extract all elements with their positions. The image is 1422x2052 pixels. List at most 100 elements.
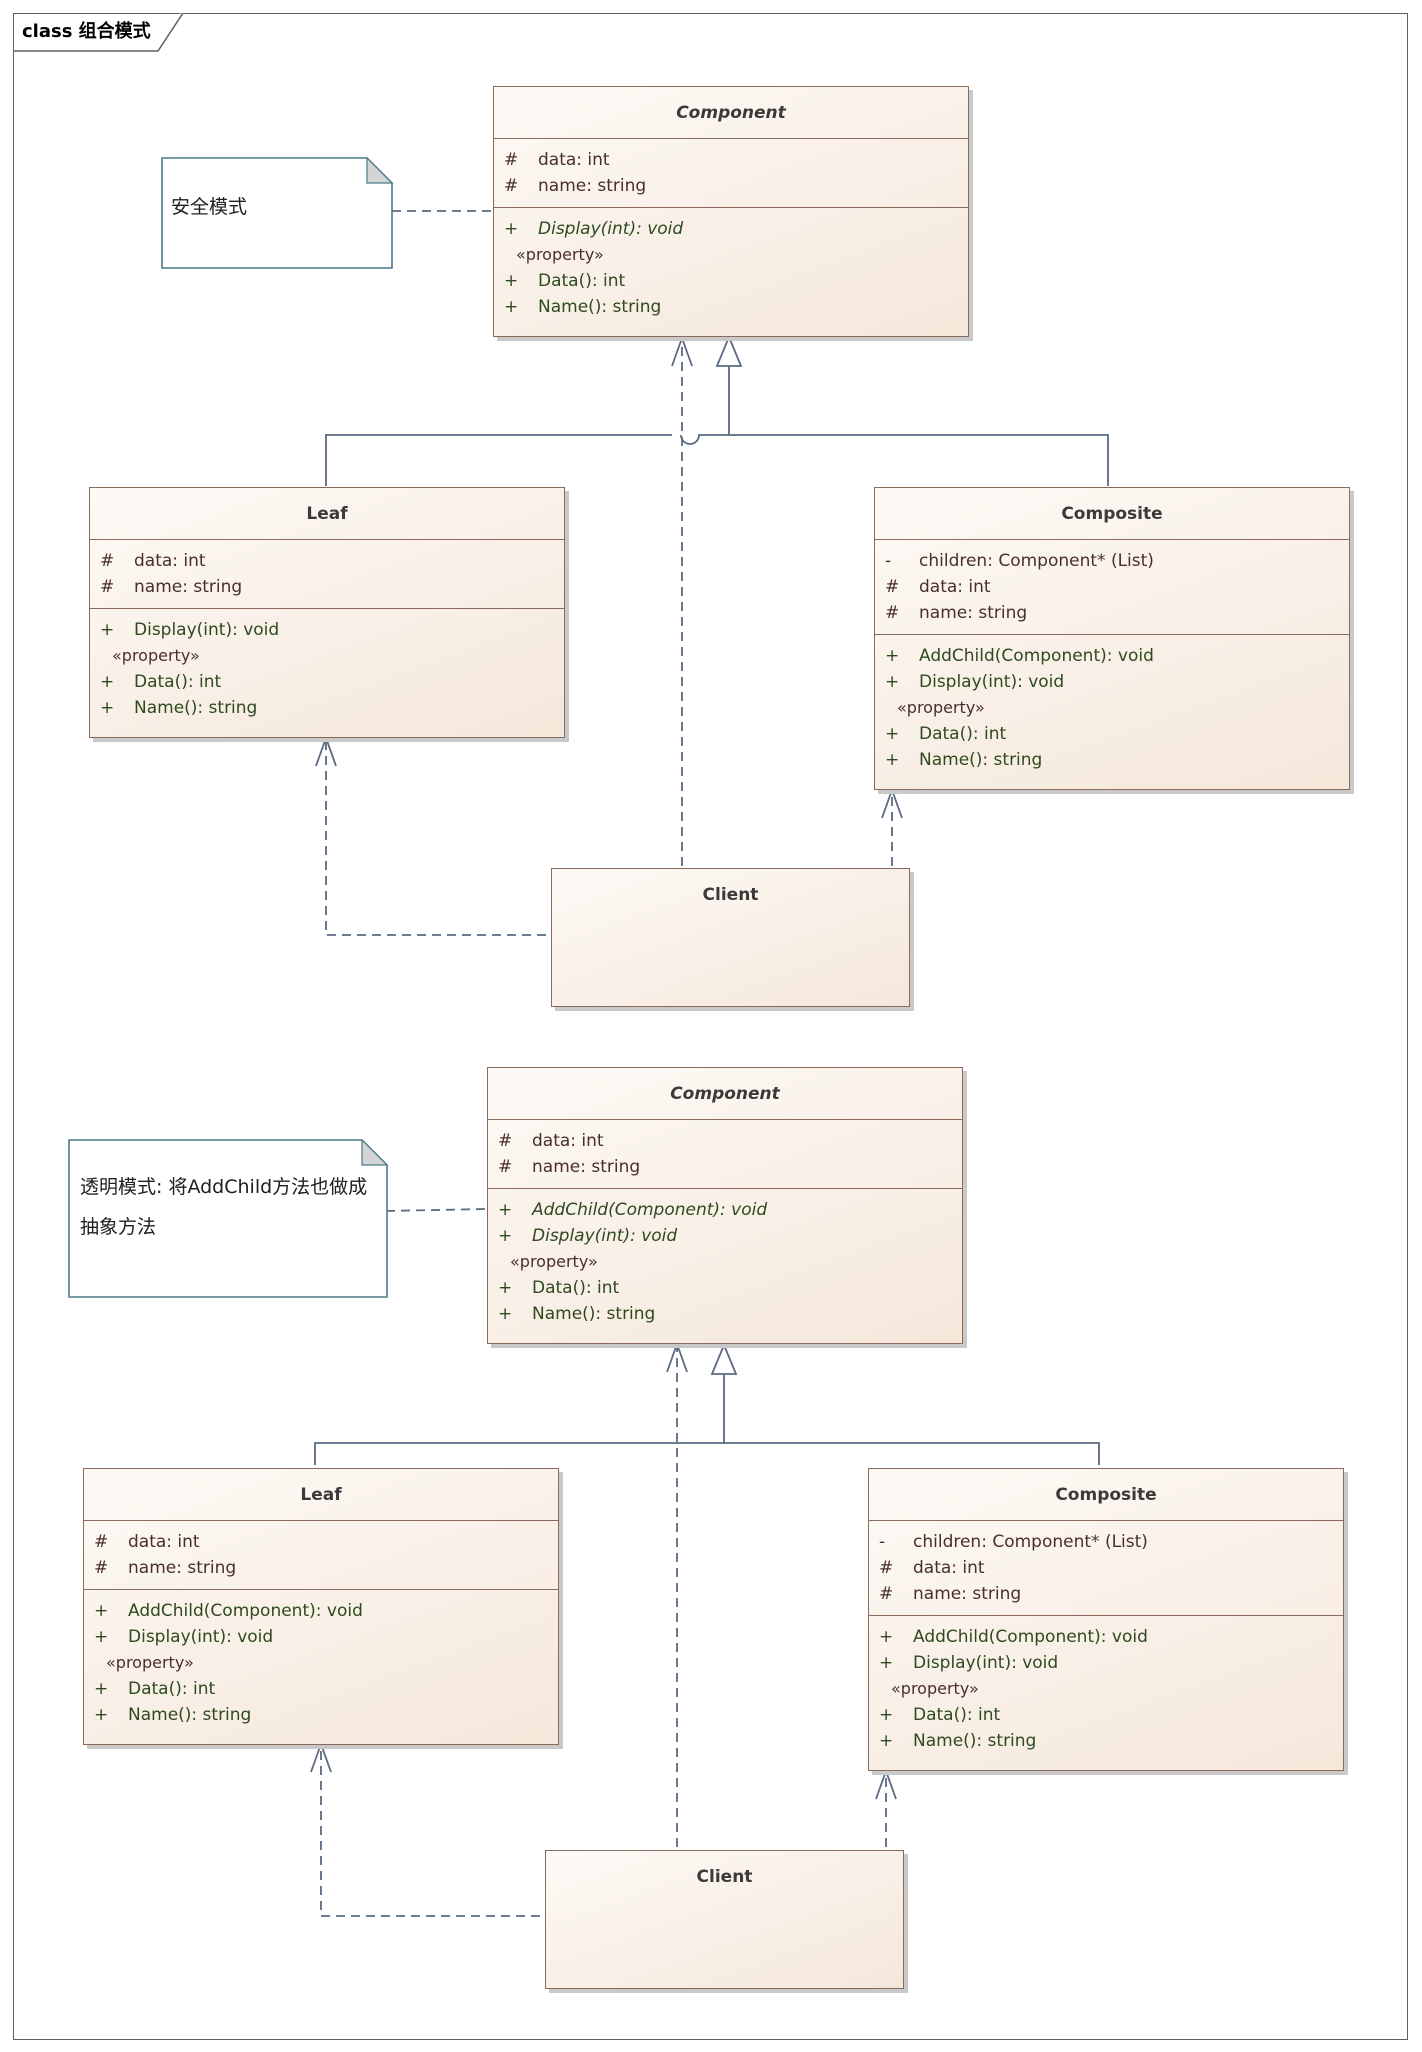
stereotype-label: «property»: [112, 646, 200, 665]
operation[interactable]: + Data(): int: [84, 1676, 558, 1702]
attributes-compartment: - children: Component* (List) #data: int#n…: [875, 540, 1349, 635]
visibility-marker: +: [100, 698, 115, 718]
attribute[interactable]: #name: string: [488, 1154, 962, 1180]
operations-compartment: +AddChild(Component): void+Display(int):…: [84, 1590, 558, 1736]
visibility-marker: #: [504, 150, 519, 170]
note-transparent-mode: 透明模式: 将AddChild方法也做成抽象方法: [68, 1139, 388, 1298]
member-text: Display(int): void: [532, 1226, 678, 1246]
operation[interactable]: +Name(): string: [494, 294, 968, 320]
visibility-marker: #: [100, 577, 115, 597]
operation[interactable]: +Display(int): void: [494, 216, 968, 242]
operation[interactable]: +AddChild(Component): void: [84, 1598, 558, 1624]
class-name: Component: [494, 87, 968, 139]
member-text: Data(): int: [538, 271, 626, 291]
operation[interactable]: +AddChild(Component): void: [488, 1197, 962, 1223]
member-text: children: Component* (List): [913, 1532, 1148, 1552]
member-text: children: Component* (List): [919, 551, 1154, 571]
stereotype-label: «property»: [897, 698, 985, 717]
visibility-marker: +: [94, 1705, 109, 1725]
operation[interactable]: +Display(int): void: [869, 1650, 1343, 1676]
visibility-marker: +: [498, 1226, 513, 1246]
visibility-marker: +: [504, 297, 519, 317]
attribute[interactable]: # name: string: [90, 574, 564, 600]
operation[interactable]: +Data(): int: [869, 1702, 1343, 1728]
class-name: Client: [696, 1867, 753, 1887]
member-text: Data(): int: [128, 1679, 216, 1699]
class-name: Leaf: [84, 1469, 558, 1521]
member-text: AddChild(Component): void: [532, 1200, 768, 1220]
attributes-compartment: -children: Component* (List)#data: int#n…: [869, 1521, 1343, 1616]
generalization-leaf-1: [325, 434, 672, 486]
member-text: data: int: [538, 150, 610, 170]
attribute[interactable]: #name: string: [875, 600, 1349, 626]
member-text: name: string: [532, 1157, 641, 1177]
member-text: Data(): int: [919, 724, 1007, 744]
operation[interactable]: +Display(int): void: [90, 617, 564, 643]
visibility-marker: #: [504, 176, 519, 196]
member-text: data: int: [532, 1131, 604, 1151]
class-composite[interactable]: Composite -children: Component* (List)#da…: [868, 1468, 1344, 1771]
frame-label: class 组合模式: [22, 21, 151, 42]
member-text: Name(): string: [913, 1731, 1037, 1751]
attribute[interactable]: # data: int: [494, 147, 968, 173]
operation[interactable]: +Name(): string: [875, 747, 1349, 773]
attribute[interactable]: - children: Component* (List): [875, 548, 1349, 574]
class-client[interactable]: Client: [551, 868, 910, 1007]
visibility-marker: -: [885, 551, 892, 571]
operation[interactable]: +Display(int): void: [875, 669, 1349, 695]
attribute[interactable]: #data: int: [875, 574, 1349, 600]
visibility-marker: +: [885, 724, 900, 744]
dependency-arrowhead-leaf-1: [315, 735, 337, 767]
operation[interactable]: + Data(): int: [494, 268, 968, 294]
attribute[interactable]: #data: int: [869, 1555, 1343, 1581]
operation[interactable]: +Display(int): void: [84, 1624, 558, 1650]
class-leaf[interactable]: Leaf #data: int#name: string +AddChild(Com…: [83, 1468, 559, 1745]
operation[interactable]: +Data(): int: [488, 1275, 962, 1301]
member-text: name: string: [913, 1584, 1022, 1604]
visibility-marker: +: [885, 750, 900, 770]
attributes-compartment: # data: int #name: string: [494, 139, 968, 208]
stereotype-label: «property»: [106, 1653, 194, 1672]
operation[interactable]: +Name(): string: [869, 1728, 1343, 1754]
member-text: name: string: [134, 577, 243, 597]
class-component[interactable]: Component#data: int#name: string+Display…: [493, 86, 969, 337]
attribute[interactable]: #data: int: [84, 1529, 558, 1555]
class-client[interactable]: Client: [545, 1850, 904, 1989]
attribute[interactable]: #name: string: [494, 173, 968, 199]
attributes-compartment: # data: int #name: string: [488, 1120, 962, 1189]
operation[interactable]: + Data(): int: [875, 721, 1349, 747]
attribute[interactable]: #name: string: [84, 1555, 558, 1581]
note-text: 透明模式: 将AddChild方法也做成抽象方法: [80, 1176, 368, 1238]
operations-compartment: +AddChild(Component): void+Display(int):…: [875, 635, 1349, 781]
class-component[interactable]: Component#data: int#name: string+AddChil…: [487, 1067, 963, 1344]
attribute[interactable]: #data: int: [90, 548, 564, 574]
operations-compartment: +Display(int): void«property»+Data(): in…: [494, 208, 968, 328]
attribute[interactable]: # data: int: [488, 1128, 962, 1154]
class-leaf[interactable]: Leaf#data: int#name: string+Display(int)…: [89, 487, 565, 738]
dependency-arrowhead-component-2: [666, 1341, 688, 1373]
operation[interactable]: +Data(): int: [90, 669, 564, 695]
dependency-arrowhead-composite-1: [881, 787, 903, 819]
class-name: Composite: [869, 1469, 1343, 1521]
operation[interactable]: + Display(int): void: [488, 1223, 962, 1249]
visibility-marker: #: [498, 1131, 513, 1151]
member-text: Display(int): void: [128, 1627, 274, 1647]
member-text: data: int: [128, 1532, 200, 1552]
visibility-marker: +: [94, 1679, 109, 1699]
class-composite[interactable]: Composite-children: Component* (List)#da…: [874, 487, 1350, 790]
visibility-marker: +: [504, 271, 519, 291]
attribute[interactable]: # name: string: [869, 1581, 1343, 1607]
member-text: Display(int): void: [538, 219, 684, 239]
operation[interactable]: +Name(): string: [90, 695, 564, 721]
generalization-leaf-2: [314, 1442, 1100, 1465]
visibility-marker: +: [885, 672, 900, 692]
operation[interactable]: +AddChild(Component): void: [875, 643, 1349, 669]
operation[interactable]: +Name(): string: [84, 1702, 558, 1728]
operation[interactable]: +AddChild(Component): void: [869, 1624, 1343, 1650]
visibility-marker: +: [100, 620, 115, 640]
visibility-marker: #: [879, 1584, 894, 1604]
visibility-marker: #: [879, 1558, 894, 1578]
attribute[interactable]: -children: Component* (List): [869, 1529, 1343, 1555]
member-text: Display(int): void: [913, 1653, 1059, 1673]
operation[interactable]: +Name(): string: [488, 1301, 962, 1327]
